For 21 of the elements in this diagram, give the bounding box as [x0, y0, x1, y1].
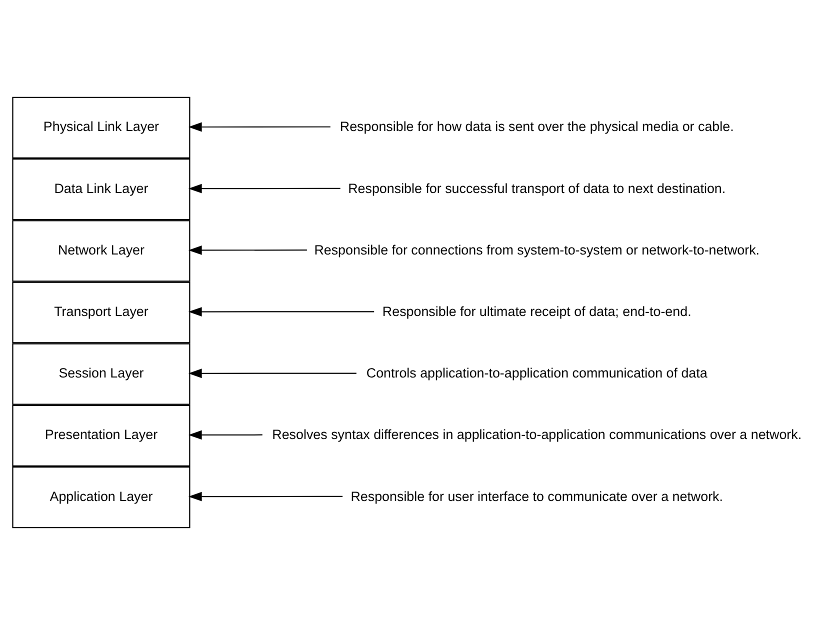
node-text: Resolves syntax differences in application-to-application communications over a network. [272, 427, 802, 442]
node-text: Responsible for successful transport of data to next destination. [348, 180, 726, 196]
arrow [188, 184, 340, 194]
node-text: Responsible for ultimate receipt of data; end-to-end. [382, 304, 692, 319]
arrow [188, 430, 262, 440]
node-box: Session Layer [12, 343, 190, 405]
arrow [188, 245, 307, 255]
arrow [188, 122, 330, 132]
node-box: Transport Layer [12, 282, 190, 344]
node-text: Controls application-to-application communication of data [366, 366, 708, 381]
arrow [188, 492, 343, 502]
arrow [188, 307, 374, 316]
node-box: Presentation Layer [12, 404, 190, 466]
node-text: Responsible for how data is sent over the physical media or cable. [340, 119, 734, 134]
node-text: Responsible for user interface to communicate over a network. [350, 488, 723, 504]
arrow [188, 368, 356, 378]
node-box: Application Layer [12, 466, 190, 528]
node-box: Network Layer [12, 220, 190, 282]
node-text: Responsible for connections from system-to-system or network-to-network. [314, 242, 760, 258]
node-box: Physical Link Layer [12, 96, 190, 159]
node-box: Data Link Layer [12, 158, 190, 220]
